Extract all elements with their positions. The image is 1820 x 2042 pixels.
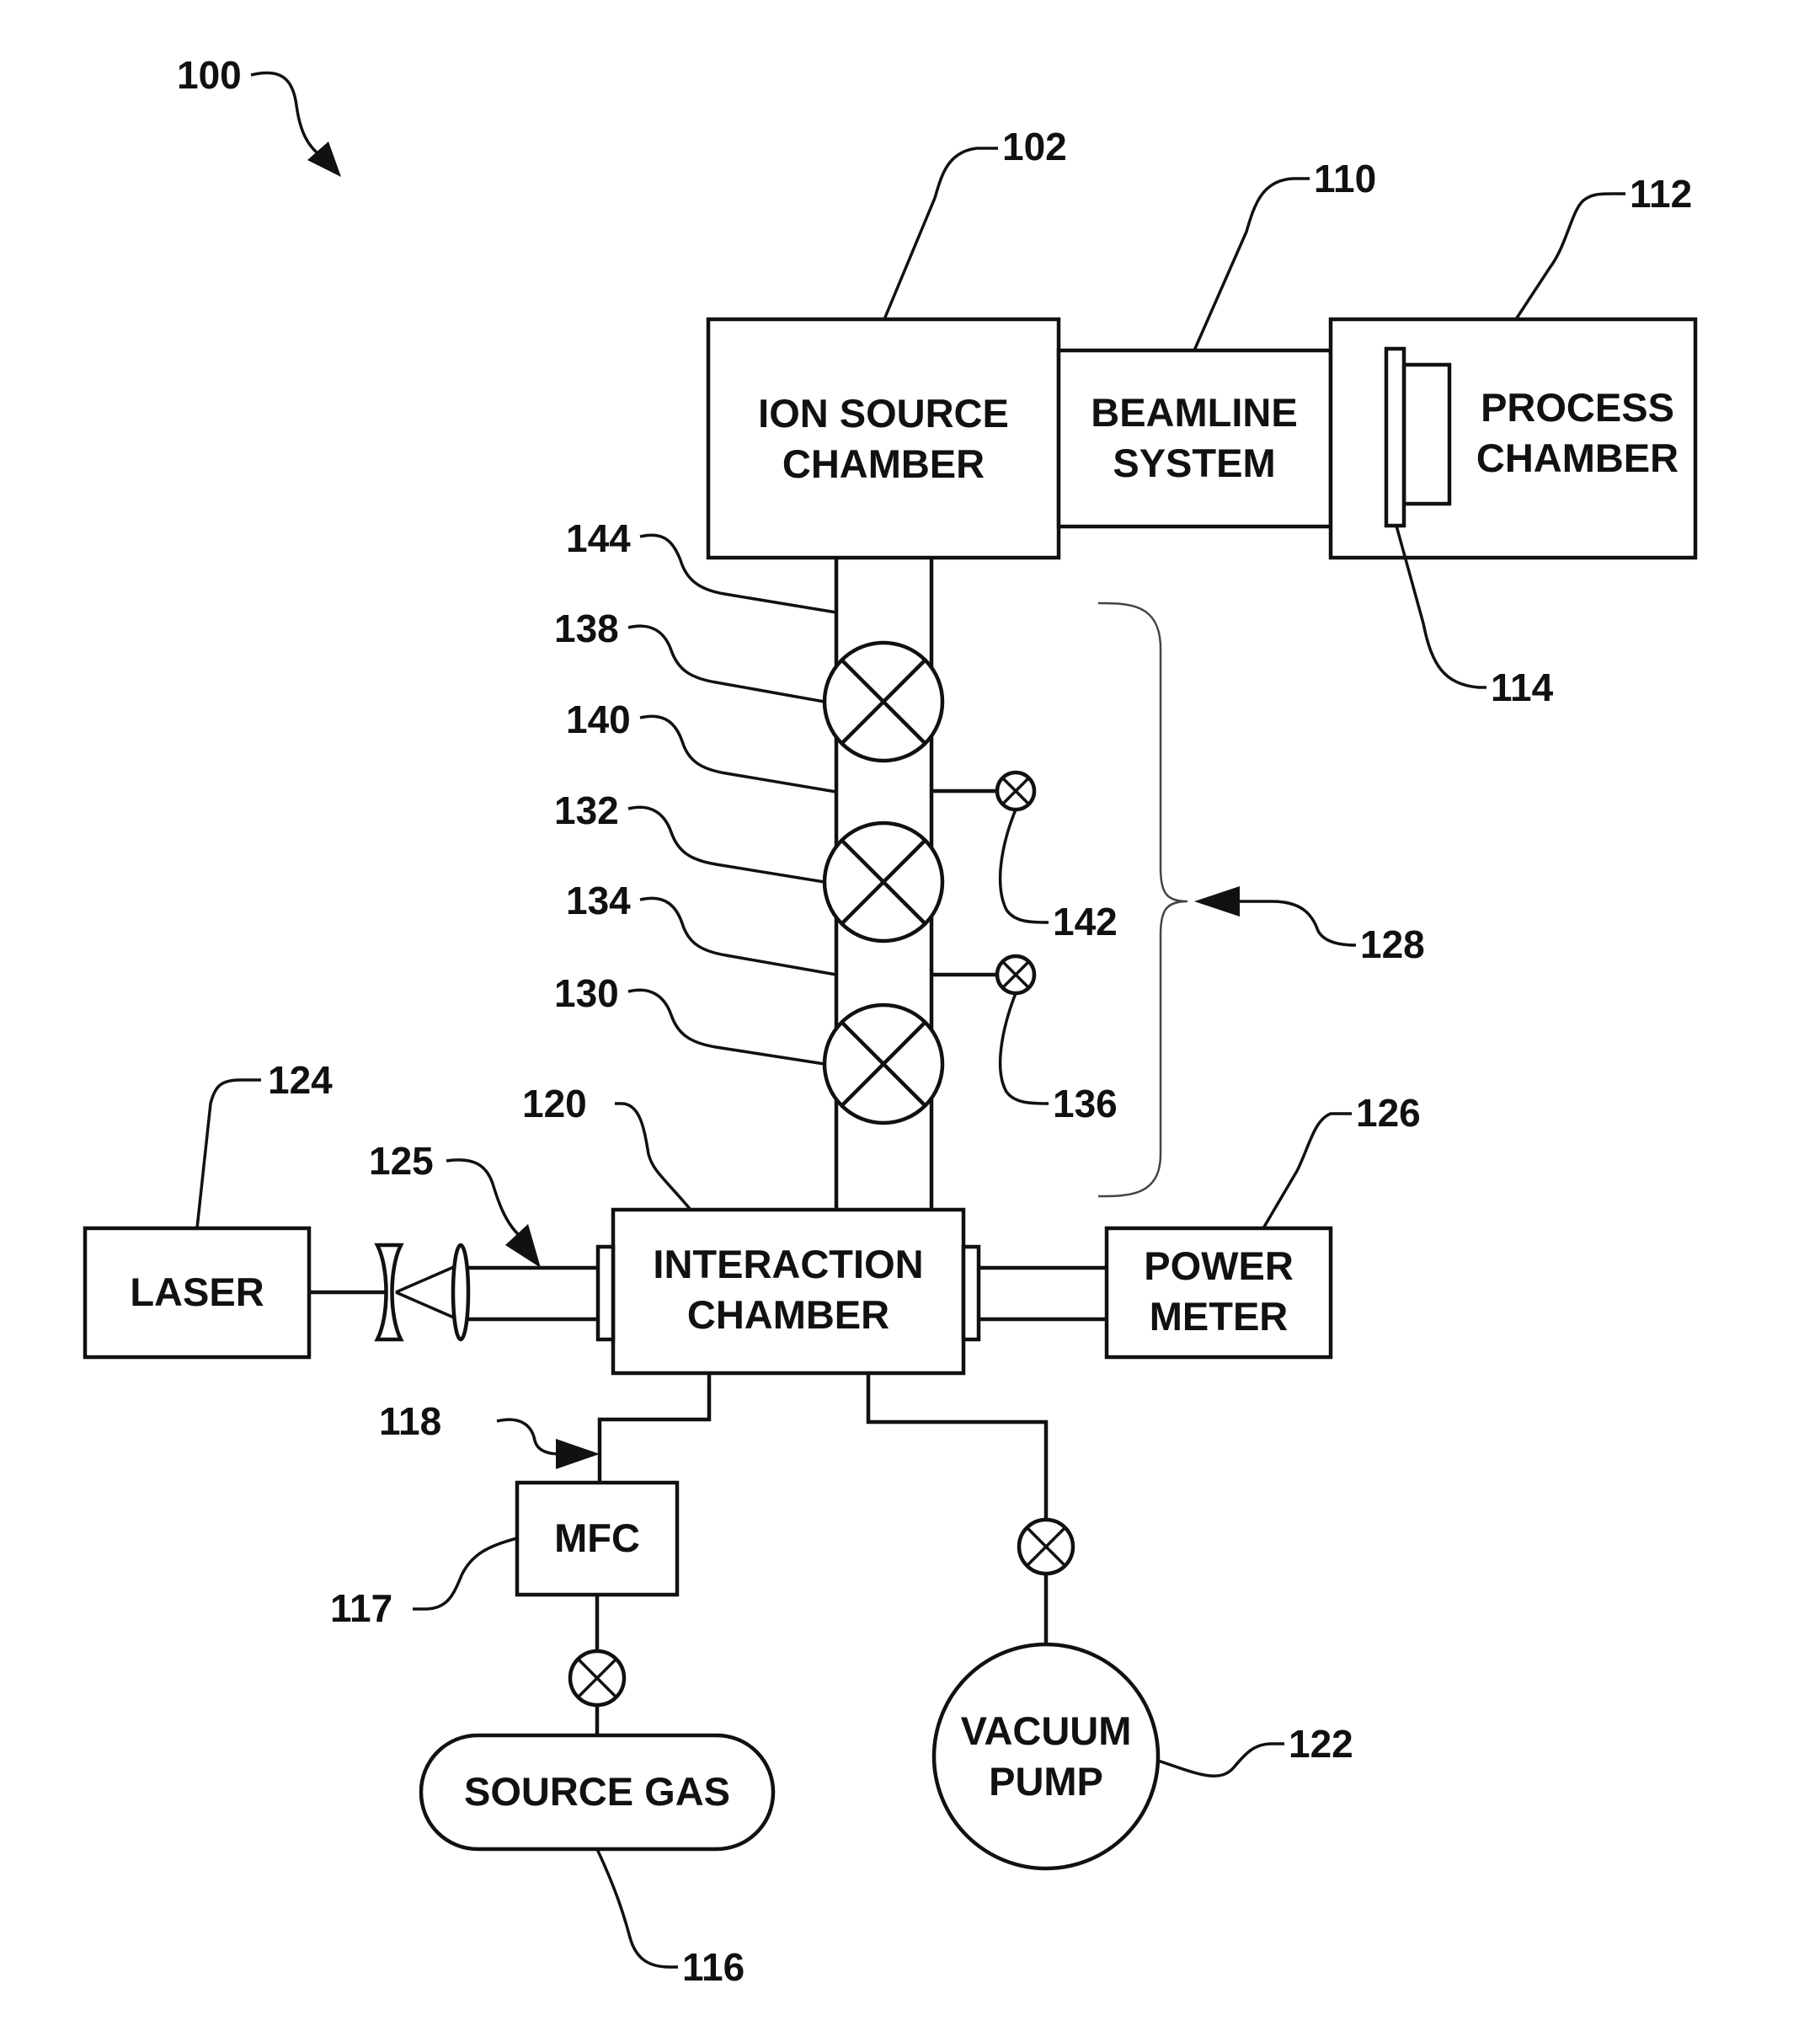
laser-leader — [197, 1080, 261, 1228]
valve-132-ref: 132 — [554, 788, 619, 832]
power-meter-label-line1: POWER — [1144, 1243, 1294, 1288]
ion-source-leader — [884, 148, 998, 319]
laser-ref: 124 — [268, 1058, 333, 1102]
ion-source-ref: 102 — [1002, 125, 1067, 168]
ion-source-chamber — [708, 319, 1059, 558]
valve-130-leader — [628, 990, 825, 1064]
valve-132-leader — [628, 807, 825, 882]
interaction-chamber-ref: 120 — [522, 1082, 587, 1125]
optics-leader — [446, 1160, 518, 1234]
beamline-system — [1059, 350, 1331, 527]
interaction-chamber — [613, 1210, 963, 1373]
gas-line — [600, 1373, 709, 1483]
conduit-134-leader — [640, 898, 836, 975]
interaction-chamber-leader — [615, 1104, 691, 1210]
side-valve-136-leader — [1001, 993, 1049, 1104]
gas-line-arrowhead — [556, 1439, 600, 1469]
substrate-ref: 114 — [1491, 666, 1554, 709]
process-chamber-label-line1: PROCESS — [1481, 385, 1674, 430]
figure-ref-leader — [251, 72, 324, 158]
vacuum-pump-ref: 122 — [1289, 1722, 1353, 1766]
beamline-label-line1: BEAMLINE — [1091, 390, 1297, 435]
beamline-ref: 110 — [1314, 157, 1376, 200]
interaction-chamber-label-line1: INTERACTION — [653, 1242, 923, 1286]
vacuum-pump — [934, 1644, 1158, 1868]
interaction-chamber-label-line2: CHAMBER — [687, 1292, 889, 1337]
valve-138-ref: 138 — [554, 607, 619, 650]
process-chamber-leader — [1516, 194, 1625, 319]
beamline-leader — [1194, 179, 1310, 350]
substrate-holder — [1404, 365, 1449, 504]
mfc-leader — [413, 1538, 517, 1609]
mfc-ref: 117 — [330, 1586, 392, 1630]
laser-label: LASER — [130, 1270, 264, 1314]
collimating-lens — [453, 1245, 468, 1339]
ion-source-label-line2: CHAMBER — [782, 441, 985, 486]
gas-line-ref: 118 — [379, 1399, 441, 1443]
conduit-134-ref: 134 — [566, 879, 631, 922]
valve-assembly-arrowhead — [1194, 886, 1240, 917]
conduit-140-ref: 140 — [566, 698, 631, 741]
side-valve-142-leader — [1001, 810, 1049, 922]
interaction-window-right — [963, 1247, 979, 1339]
vacuum-line — [868, 1373, 1046, 1520]
side-valve-142-ref: 142 — [1053, 900, 1118, 943]
figure-ref-label: 100 — [177, 53, 242, 97]
valve-assembly-ref: 128 — [1360, 922, 1425, 966]
ion-source-label-line1: ION SOURCE — [758, 391, 1009, 436]
optics-arrowhead — [505, 1224, 541, 1268]
substrate — [1386, 349, 1404, 526]
conduit-144-ref: 144 — [566, 516, 631, 560]
process-chamber-label-line2: CHAMBER — [1476, 436, 1679, 480]
optics-ref: 125 — [369, 1139, 434, 1183]
valve-138-leader — [628, 626, 825, 702]
valve-130-ref: 130 — [554, 971, 619, 1015]
vacuum-pump-label-line1: VACUUM — [961, 1708, 1132, 1753]
beamline-label-line2: SYSTEM — [1113, 441, 1275, 485]
source-gas-leader — [597, 1849, 678, 1967]
source-gas-ref: 116 — [682, 1945, 745, 1989]
vacuum-pump-leader — [1158, 1744, 1284, 1776]
conduit-140-leader — [640, 716, 836, 792]
source-gas-label: SOURCE GAS — [464, 1769, 730, 1814]
interaction-window-left — [598, 1247, 613, 1339]
vacuum-pump-label-line2: PUMP — [989, 1759, 1103, 1804]
power-meter-label-line2: METER — [1150, 1294, 1289, 1339]
power-meter-leader — [1263, 1114, 1352, 1228]
gas-line-leader — [497, 1419, 560, 1454]
process-chamber-ref: 112 — [1630, 172, 1692, 216]
valve-assembly-leader — [1238, 901, 1356, 945]
side-valve-136-ref: 136 — [1053, 1082, 1118, 1125]
mfc-label: MFC — [554, 1515, 640, 1560]
power-meter-ref: 126 — [1356, 1091, 1421, 1135]
